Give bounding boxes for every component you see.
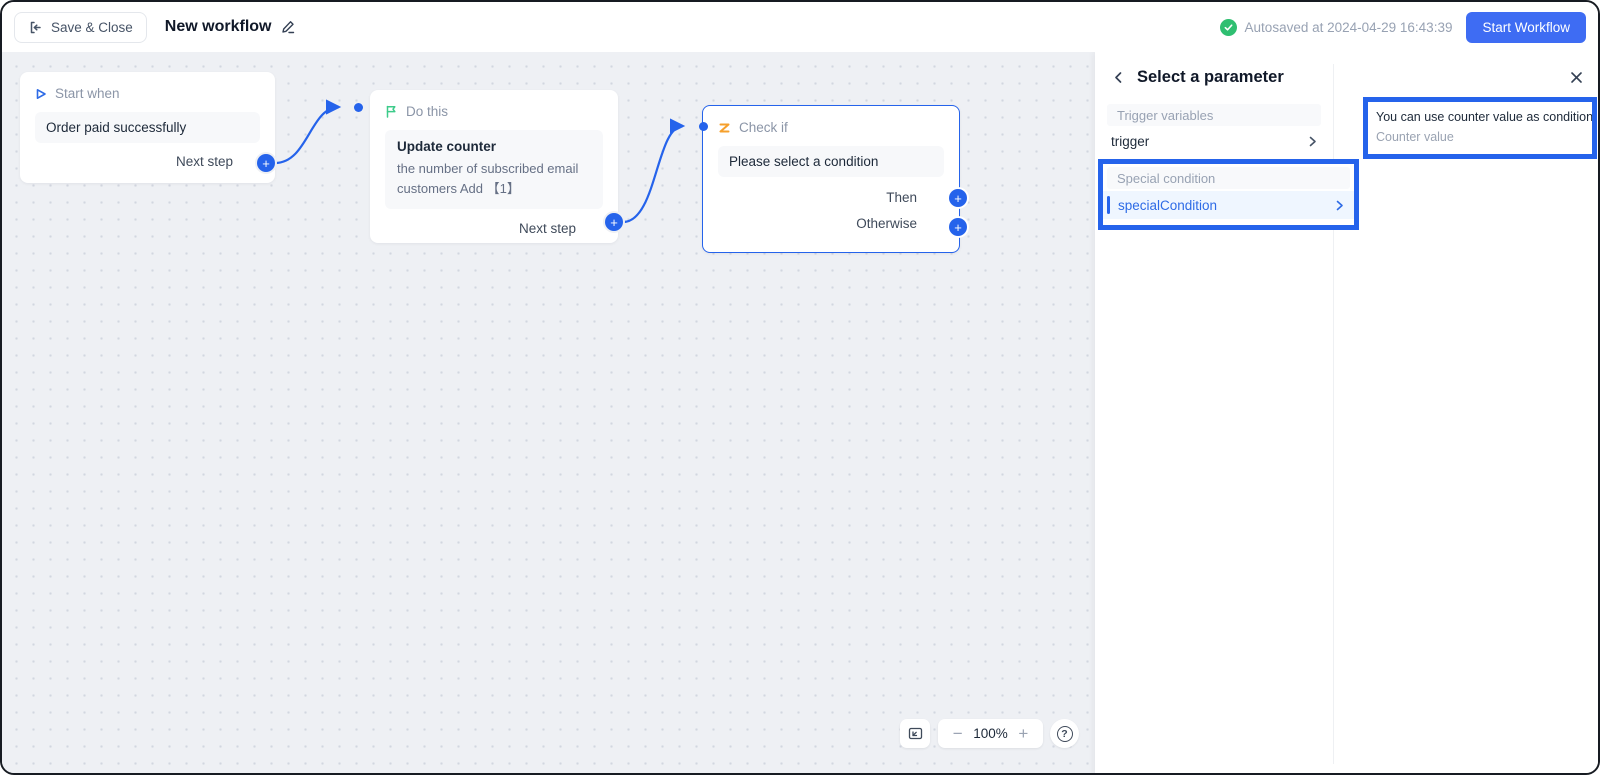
save-close-label: Save & Close <box>51 19 133 35</box>
chevron-right-icon-blue <box>1333 199 1346 212</box>
zoom-in-button[interactable]: + <box>1018 723 1029 743</box>
callout-subtitle: Counter value <box>1376 130 1454 144</box>
zoom-out-button[interactable]: − <box>952 723 963 743</box>
trigger-value-box[interactable]: Order paid successfully <box>35 112 260 143</box>
workflow-title-group: New workflow <box>165 18 297 36</box>
condition-branch-icon <box>718 122 731 134</box>
next-step-label-2: Next step <box>518 221 576 236</box>
close-panel-button[interactable] <box>1567 68 1586 87</box>
node-check-if[interactable]: Check if Please select a condition Then … <box>702 105 960 253</box>
next-step-label: Next step <box>175 154 233 169</box>
panel-title: Select a parameter <box>1137 67 1284 86</box>
connector-dot-condition <box>699 122 708 131</box>
help-button[interactable]: ? <box>1050 719 1079 748</box>
autosave-text: Autosaved at 2024-04-29 16:43:39 <box>1244 19 1453 35</box>
node-action-header: Do this <box>385 104 603 119</box>
node-condition-header: Check if <box>718 120 944 135</box>
add-next-step-button-2[interactable]: + <box>605 213 623 231</box>
start-workflow-button[interactable]: Start Workflow <box>1466 11 1586 43</box>
parameter-item-special-condition[interactable]: specialCondition <box>1103 191 1354 219</box>
zoom-controls: − 100% + <box>938 719 1043 748</box>
autosave-check-icon <box>1219 18 1237 36</box>
node-start-header: Start when <box>35 86 260 101</box>
back-button[interactable] <box>1109 68 1128 87</box>
fit-view-button[interactable] <box>900 719 930 748</box>
autosave-status: Autosaved at 2024-04-29 16:43:39 <box>1219 18 1453 36</box>
fit-view-icon <box>908 727 923 740</box>
play-icon <box>35 88 47 100</box>
workflow-title: New workflow <box>164 18 272 35</box>
node-start-label: Start when <box>55 86 120 101</box>
action-title: Update counter <box>397 139 497 154</box>
add-next-step-button-1[interactable]: + <box>257 154 275 172</box>
parameter-item-trigger[interactable]: trigger <box>1101 128 1327 155</box>
selected-indicator-bar <box>1107 196 1110 214</box>
exit-icon <box>28 20 43 35</box>
action-summary-box[interactable]: Update counter the number of subscribed … <box>385 130 603 209</box>
action-desc-line1: the number of subscribed email <box>397 161 579 176</box>
add-then-branch-button[interactable]: + <box>949 189 967 207</box>
add-otherwise-branch-button[interactable]: + <box>949 218 967 236</box>
flag-icon <box>385 105 398 118</box>
action-desc-line2: customers Add 【1】 <box>397 181 520 196</box>
node-action-label: Do this <box>406 104 449 119</box>
chevron-right-icon <box>1306 135 1319 148</box>
panel-header: Select a parameter <box>1095 52 1598 102</box>
node-start-when[interactable]: Start when Order paid successfully Next … <box>20 72 275 183</box>
otherwise-label: Otherwise <box>856 216 917 231</box>
trigger-item-label: trigger <box>1111 134 1150 149</box>
parameter-panel: Select a parameter Trigger variables tri… <box>1095 52 1598 773</box>
node-condition-label: Check if <box>739 120 788 135</box>
connector-dot-action <box>354 103 363 112</box>
panel-divider <box>1333 64 1334 764</box>
then-label: Then <box>886 190 917 205</box>
special-condition-label: specialCondition <box>1118 197 1218 213</box>
callout-title: You can use counter value as condition <box>1376 110 1594 124</box>
workflow-canvas[interactable]: Start when Order paid successfully Next … <box>2 52 1095 773</box>
section-header-trigger-variables: Trigger variables <box>1107 104 1321 126</box>
highlight-box-special-condition: Special condition specialCondition <box>1098 159 1359 230</box>
save-close-button[interactable]: Save & Close <box>14 11 147 43</box>
zoom-level: 100% <box>973 726 1008 741</box>
highlight-box-callout: You can use counter value as condition C… <box>1363 97 1597 159</box>
edit-pencil-icon[interactable] <box>280 19 296 35</box>
help-icon: ? <box>1056 725 1073 742</box>
topbar-right: Autosaved at 2024-04-29 16:43:39 Start W… <box>1219 11 1586 43</box>
section-header-special-condition: Special condition <box>1107 167 1350 189</box>
topbar: Save & Close New workflow Autosaved at 2… <box>2 2 1598 52</box>
node-do-this[interactable]: Do this Update counter the number of sub… <box>370 90 618 243</box>
condition-placeholder-box[interactable]: Please select a condition <box>718 146 944 177</box>
